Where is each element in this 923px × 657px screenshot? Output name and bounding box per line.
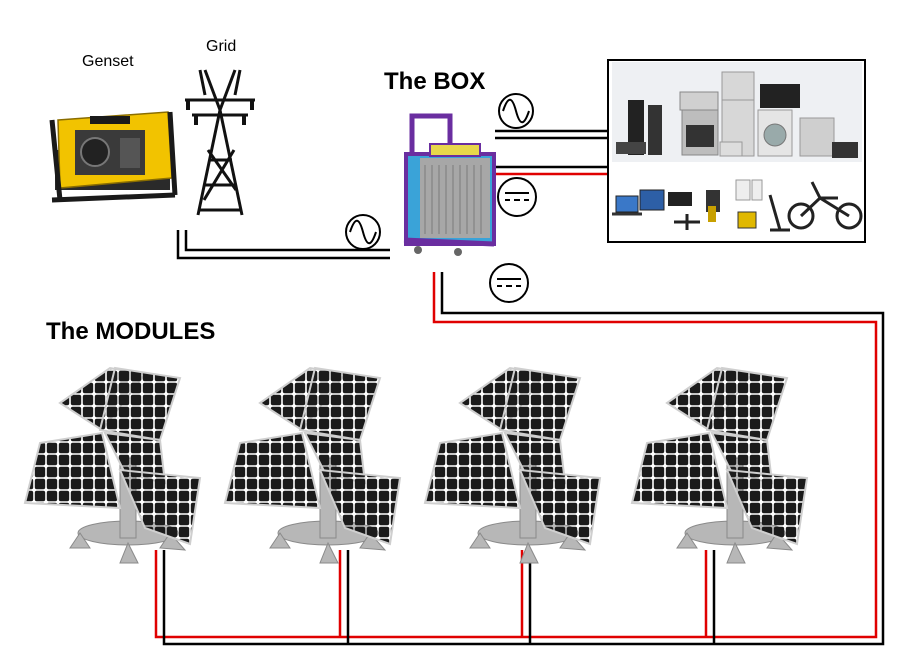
solar-module-2	[224, 367, 401, 564]
solar-module-3	[424, 367, 601, 564]
solar-module-1	[24, 367, 201, 564]
genset-icon	[49, 111, 178, 203]
box-device-icon	[403, 113, 496, 256]
grid-pylon-icon	[185, 69, 255, 216]
ac-input-wiring	[176, 230, 390, 260]
modules-title: The MODULES	[46, 318, 216, 345]
ac-sine-symbol	[345, 214, 381, 250]
dc-symbol	[489, 263, 529, 303]
output-wiring	[495, 129, 608, 176]
ac-sine-symbol	[498, 93, 534, 129]
modules-bus-wiring	[154, 272, 885, 646]
solar-module-4	[631, 367, 808, 564]
dc-symbol	[497, 177, 537, 217]
box-title: The BOX	[384, 68, 486, 95]
appliances-image	[607, 59, 866, 243]
genset-label: Genset	[82, 53, 134, 70]
grid-label: Grid	[206, 38, 237, 55]
